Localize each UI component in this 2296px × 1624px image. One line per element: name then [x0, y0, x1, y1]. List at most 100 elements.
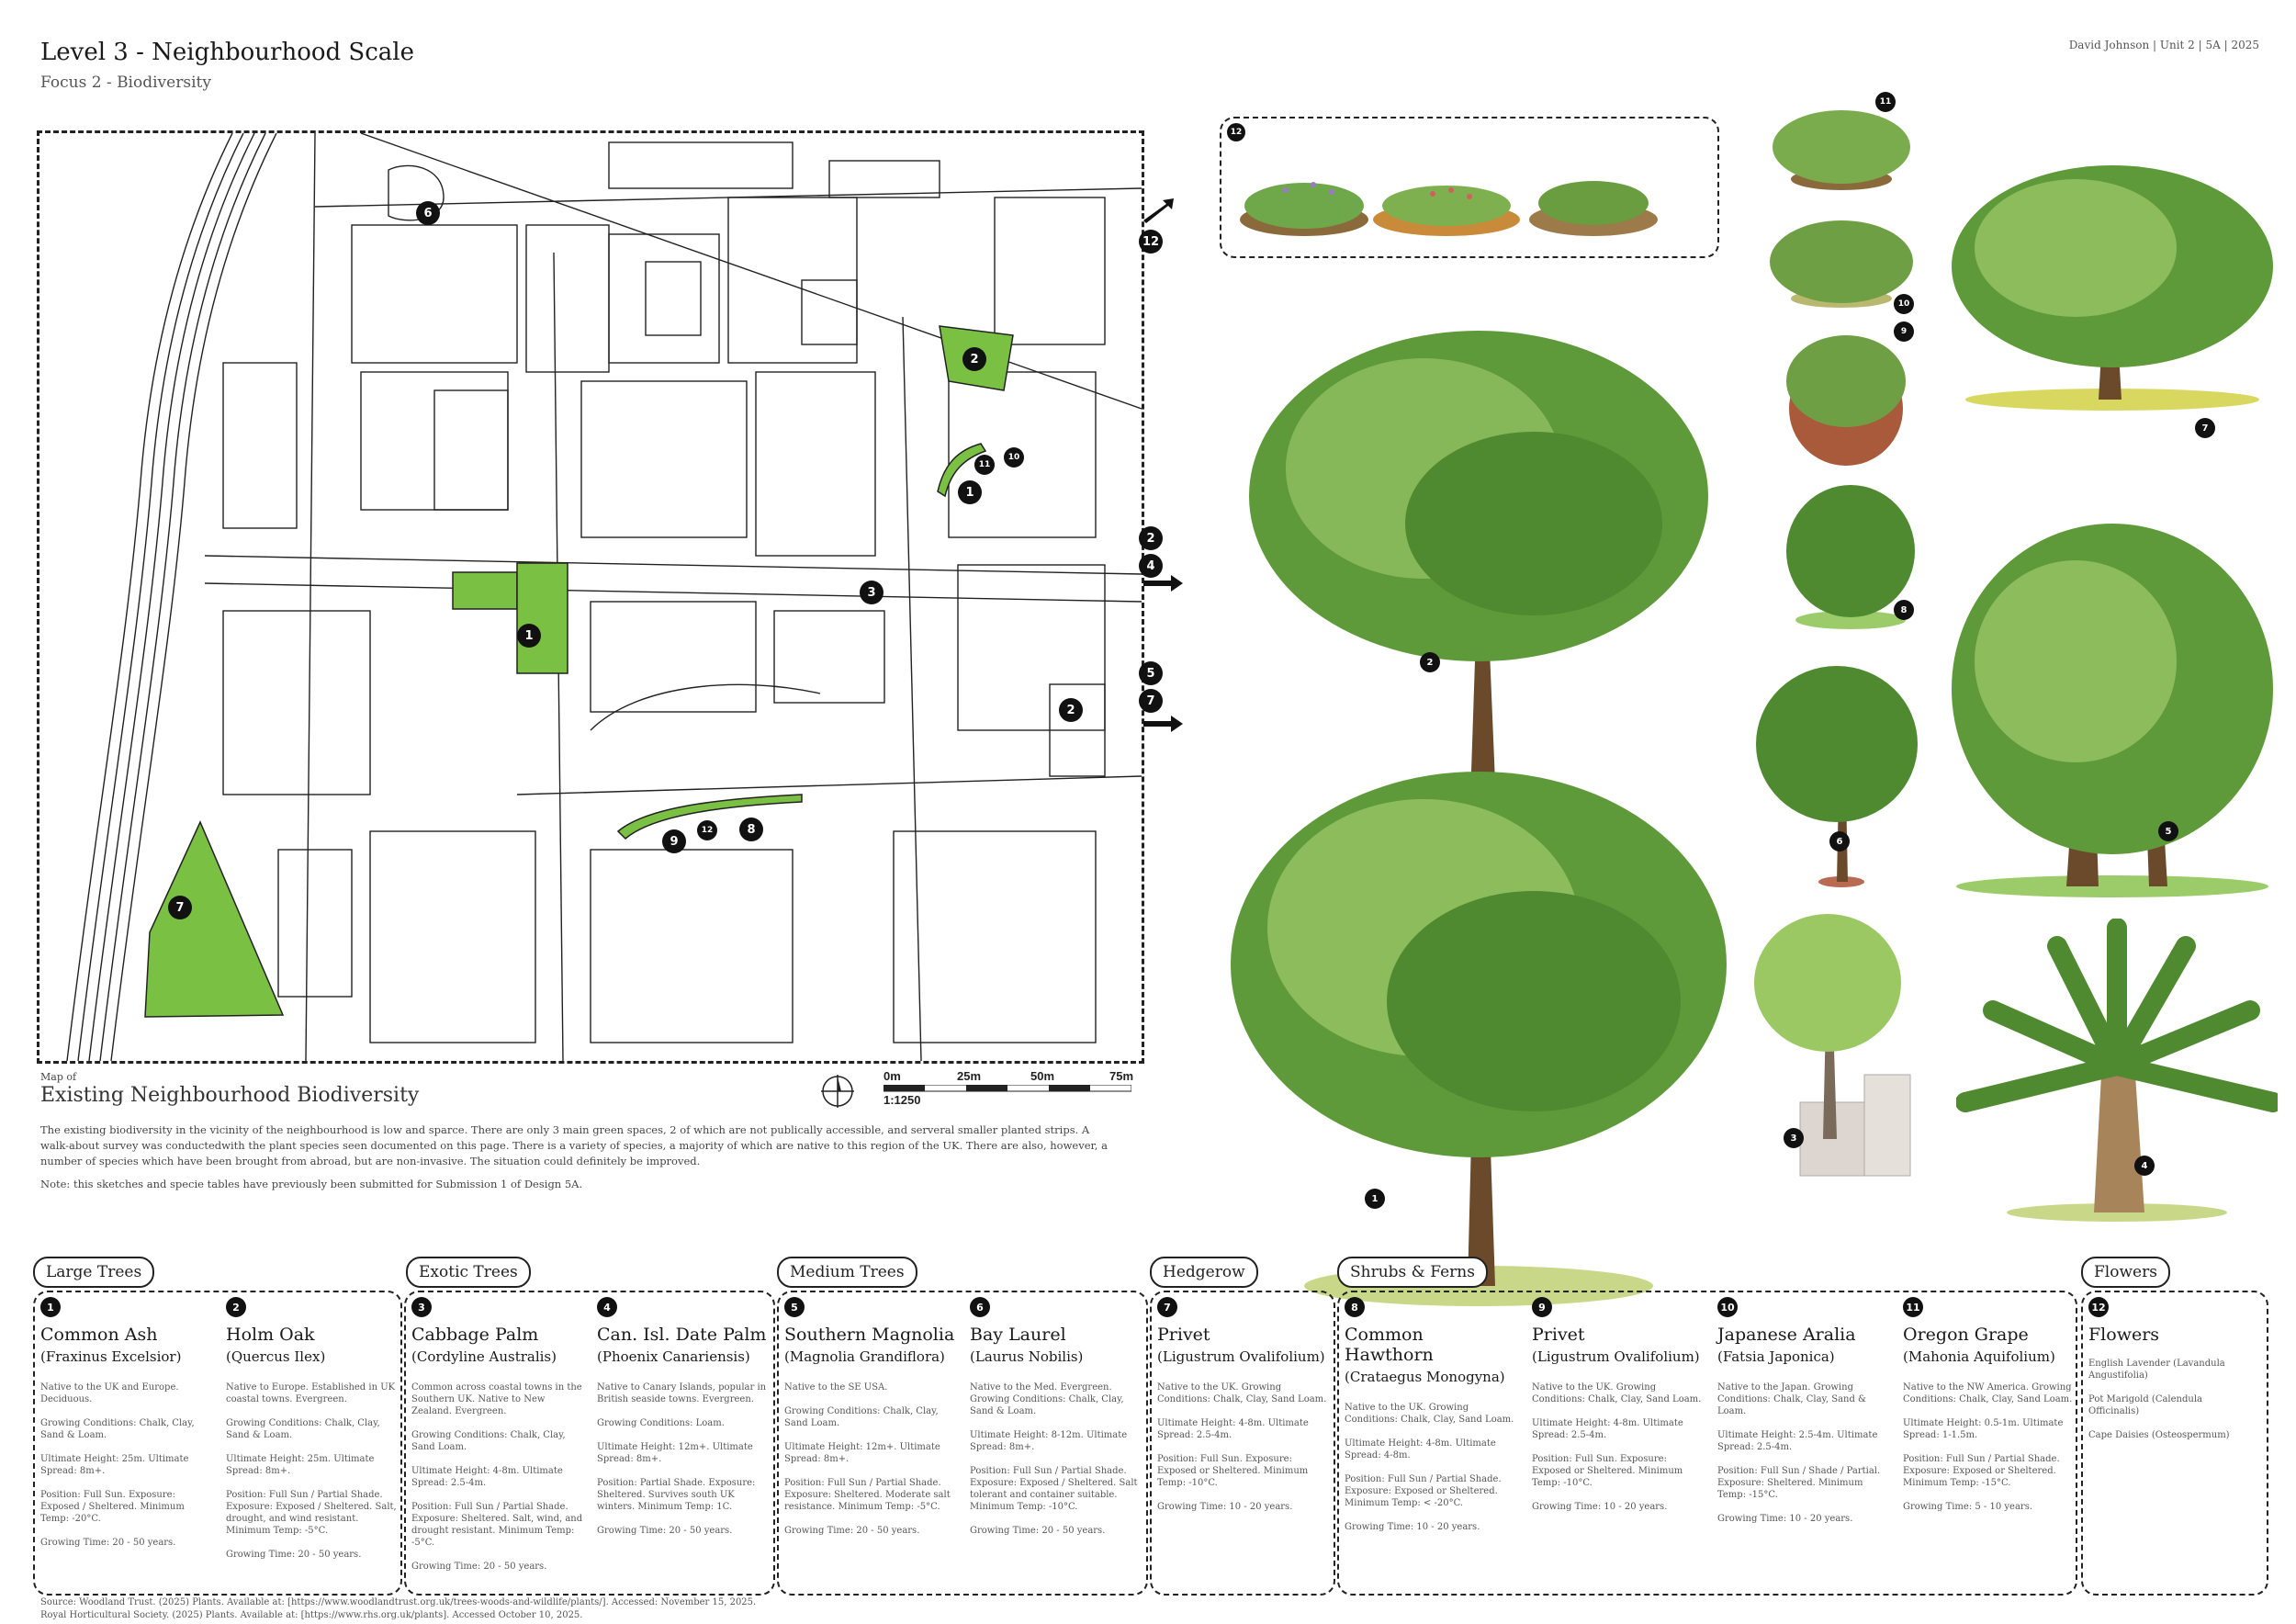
species-details: Native to the SE USA. Growing Conditions… — [784, 1382, 957, 1537]
species-latin: (Laurus Nobilis) — [970, 1348, 1084, 1365]
category-flowers: Flowers — [2081, 1257, 2170, 1288]
map-marker[interactable]: 3 — [860, 581, 884, 604]
species-detail: Growing Time: 20 - 50 years. — [597, 1526, 733, 1536]
species-detail: Position: Full Sun / Partial Shade. Expo… — [1345, 1474, 1502, 1508]
species-number: 6 — [970, 1297, 990, 1317]
species-latin: (Quercus Ilex) — [226, 1348, 326, 1365]
illus-marker: 1 — [1365, 1189, 1385, 1209]
edge-marker[interactable]: 4 — [1139, 554, 1163, 578]
species-card: 2 Holm Oak (Quercus Ilex) Native to Euro… — [226, 1297, 399, 1573]
species-detail: Growing Time: 20 - 50 years. — [784, 1526, 920, 1536]
illus-marker: 10 — [1894, 294, 1914, 314]
species-detail: Ultimate Height: 4-8m. Ultimate Spread: … — [1345, 1438, 1496, 1460]
species-detail: Position: Full Sun. Exposure: Exposed or… — [1157, 1454, 1309, 1488]
scale-bar: 0m 25m 50m 75m 1:1250 — [817, 1069, 1148, 1115]
species-name: Privet — [1532, 1325, 1585, 1345]
species-detail: Growing Time: 10 - 20 years. — [1532, 1502, 1668, 1512]
species-detail: Position: Full Sun / Shade / Partial. Ex… — [1717, 1466, 1881, 1500]
source-line: Source: Woodland Trust. (2025) Plants. A… — [40, 1597, 757, 1607]
date-palm-illustration — [1956, 919, 2278, 1222]
map-marker[interactable]: 1 — [958, 480, 982, 504]
illus-marker: 5 — [2158, 821, 2178, 841]
species-latin: (Ligustrum Ovalifolium) — [1532, 1348, 1700, 1365]
species-detail: Growing Time: 10 - 20 years. — [1717, 1514, 1853, 1524]
species-latin: (Ligustrum Ovalifolium) — [1157, 1348, 1325, 1365]
species-details: English Lavender (Lavandula Angustifolia… — [2088, 1358, 2254, 1441]
species-latin: (Fraxinus Excelsior) — [40, 1348, 182, 1365]
species-detail: Growing Time: 20 - 50 years. — [970, 1526, 1106, 1536]
species-name: Common Hawthorn — [1345, 1325, 1434, 1365]
common-ash-illustration — [1231, 772, 1727, 1306]
illus-marker: 11 — [1875, 92, 1896, 112]
species-latin: (Fatsia Japonica) — [1717, 1348, 1835, 1365]
species-card: 10 Japanese Aralia (Fatsia Japonica) Nat… — [1717, 1297, 1890, 1537]
species-detail: Native to the SE USA. — [784, 1382, 888, 1393]
species-card: 3 Cabbage Palm (Cordyline Australis) Com… — [411, 1297, 584, 1585]
species-detail: Ultimate Height: 0.5-1m. Ultimate Spread… — [1903, 1418, 2064, 1440]
species-name: Bay Laurel — [970, 1325, 1066, 1345]
species-detail: Growing Time: 20 - 50 years. — [226, 1550, 362, 1560]
map-caption-title: Existing Neighbourhood Biodiversity — [40, 1084, 420, 1107]
species-latin: (Magnolia Grandiflora) — [784, 1348, 945, 1365]
edge-marker[interactable]: 2 — [1139, 526, 1163, 550]
species-number: 1 — [40, 1297, 61, 1317]
category-hedgerow: Hedgerow — [1150, 1257, 1258, 1288]
map-linework — [66, 133, 1142, 1061]
species-detail: Position: Full Sun / Partial Shade. Expo… — [970, 1466, 1138, 1512]
species-details: Native to the NW America. Growing Condit… — [1903, 1382, 2076, 1513]
species-card: 5 Southern Magnolia (Magnolia Grandiflor… — [784, 1297, 957, 1549]
map-marker[interactable]: 8 — [739, 818, 763, 841]
edge-marker[interactable]: 12 — [1139, 230, 1163, 254]
species-number: 10 — [1717, 1297, 1738, 1317]
edge-marker[interactable]: 7 — [1139, 689, 1163, 713]
species-number: 9 — [1532, 1297, 1552, 1317]
map-marker[interactable]: 1 — [517, 624, 541, 648]
map-marker[interactable]: 2 — [1059, 698, 1083, 722]
illus-marker: 6 — [1829, 831, 1850, 851]
species-number: 7 — [1157, 1297, 1177, 1317]
map-marker[interactable]: 2 — [962, 347, 986, 371]
page-subtitle: Focus 2 - Biodiversity — [40, 73, 211, 92]
species-card: 11 Oregon Grape (Mahonia Aquifolium) Nat… — [1903, 1297, 2076, 1525]
species-detail: Native to the Med. Evergreen. Growing Co… — [970, 1382, 1124, 1416]
illus-marker: 8 — [1894, 600, 1914, 620]
category-medium-trees: Medium Trees — [777, 1257, 917, 1288]
map-marker[interactable]: 6 — [416, 201, 440, 225]
species-detail: Growing Time: 10 - 20 years. — [1345, 1522, 1480, 1532]
species-detail: Growing Conditions: Chalk, Clay, Sand & … — [226, 1418, 380, 1440]
species-detail: Growing Time: 20 - 50 years. — [411, 1562, 547, 1572]
flower-bed-illustration — [1240, 181, 1658, 236]
illus-marker: 4 — [2134, 1156, 2155, 1176]
species-latin: (Crataegus Monogyna) — [1345, 1369, 1505, 1385]
holm-oak-illustration — [1249, 331, 1708, 849]
edge-marker[interactable]: 5 — [1139, 661, 1163, 685]
species-detail: Growing Conditions: Chalk, Clay, Sand & … — [40, 1418, 195, 1440]
species-detail: Ultimate Height: 12m+. Ultimate Spread: … — [597, 1442, 753, 1464]
species-latin: (Cordyline Australis) — [411, 1348, 557, 1365]
map-marker[interactable]: 11 — [974, 455, 995, 475]
species-card: 6 Bay Laurel (Laurus Nobilis) Native to … — [970, 1297, 1142, 1549]
species-detail: English Lavender (Lavandula Angustifolia… — [2088, 1359, 2225, 1381]
panel-shrubs-ferns — [1337, 1291, 2077, 1596]
panel-hedgerow — [1150, 1291, 1335, 1596]
scale-label: 50m — [1030, 1069, 1055, 1083]
species-name: Japanese Aralia — [1717, 1325, 1856, 1345]
map-marker[interactable]: 12 — [697, 820, 717, 840]
species-number: 11 — [1903, 1297, 1923, 1317]
species-details: Common across coastal towns in the South… — [411, 1382, 584, 1573]
species-detail: Native to the NW America. Growing Condit… — [1903, 1382, 2073, 1404]
panel-medium-trees — [777, 1291, 1148, 1596]
species-card: 7 Privet (Ligustrum Ovalifolium) Native … — [1157, 1297, 1330, 1525]
species-latin: (Phoenix Canariensis) — [597, 1348, 750, 1365]
site-map: 1 2 3 6 7 8 9 10 11 12 1 2 — [37, 130, 1144, 1064]
panel-large-trees — [33, 1291, 402, 1596]
map-marker[interactable]: 10 — [1004, 447, 1024, 468]
species-card: 9 Privet (Ligustrum Ovalifolium) Native … — [1532, 1297, 1705, 1525]
map-marker[interactable]: 9 — [662, 829, 686, 853]
illus-marker: 12 — [1227, 123, 1245, 141]
map-caption-label: Map of — [40, 1071, 77, 1083]
illus-marker: 9 — [1894, 321, 1914, 342]
species-detail: Position: Full Sun / Partial Shade. Expo… — [226, 1490, 397, 1536]
map-marker[interactable]: 7 — [168, 896, 192, 919]
species-card: 1 Common Ash (Fraxinus Excelsior) Native… — [40, 1297, 213, 1561]
